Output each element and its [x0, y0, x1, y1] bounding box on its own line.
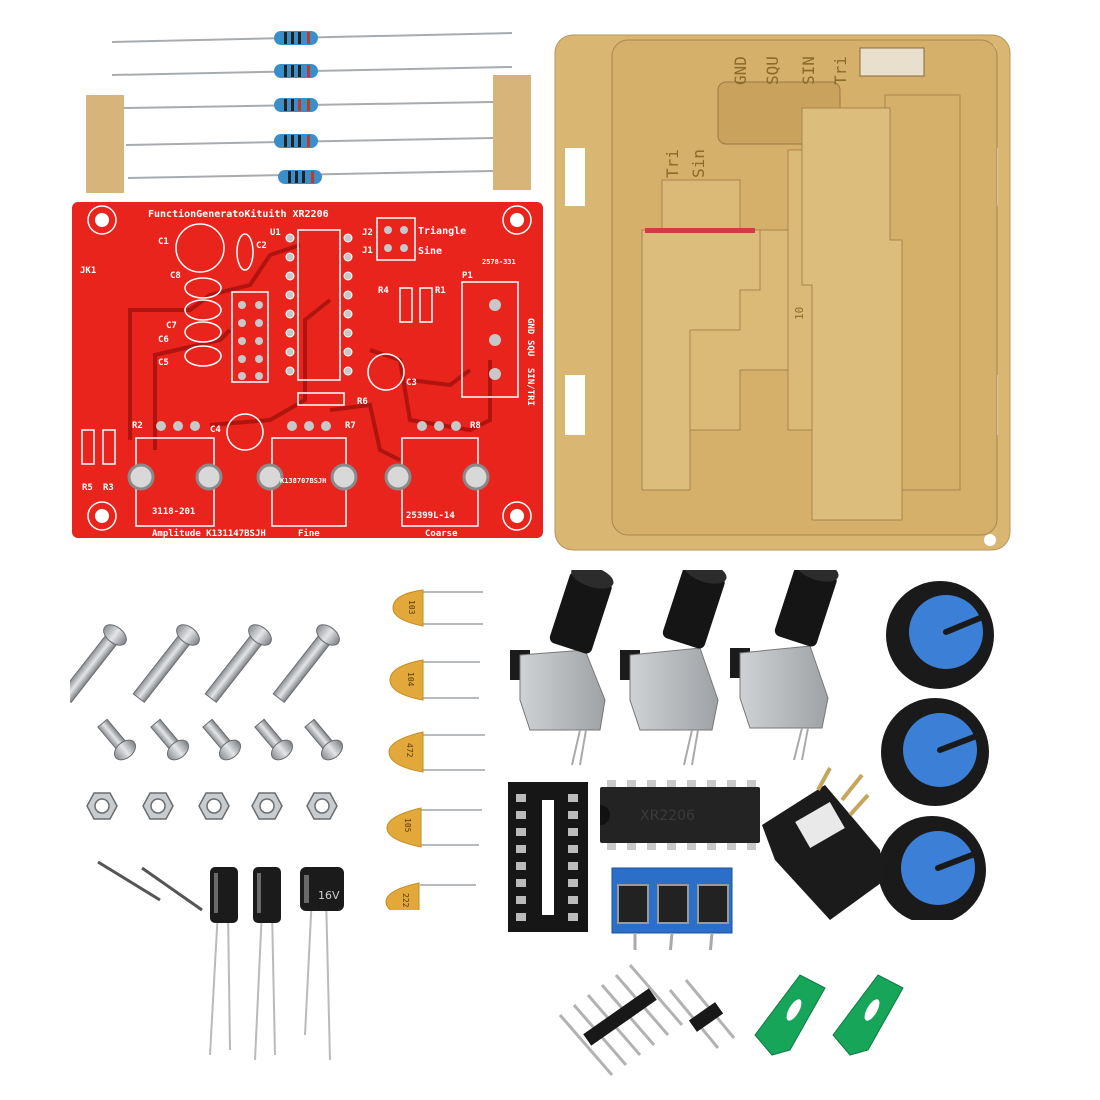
svg-text:R4: R4 — [378, 286, 389, 296]
acrylic-case-illustration: GND SQU SIN Tri Tri Sin 10 — [554, 34, 1011, 551]
resistor-strip — [0, 0, 560, 200]
jumper-cap-2 — [832, 974, 904, 1056]
hardware-group — [70, 580, 380, 920]
svg-text:JK1: JK1 — [80, 266, 96, 276]
electrolytic-capacitors: 16V — [190, 855, 360, 1070]
svg-text:Tri: Tri — [663, 149, 682, 178]
svg-text:R5: R5 — [82, 483, 93, 493]
svg-text:C8: C8 — [170, 271, 181, 281]
knob-1 — [886, 581, 994, 689]
svg-text:Sin: Sin — [689, 149, 708, 178]
resistor-bodies — [274, 31, 322, 184]
svg-text:Tri: Tri — [831, 56, 850, 85]
ceramic-capacitors: 103 104 472 105 222 — [375, 580, 495, 910]
svg-text:SIN/TRI: SIN/TRI — [525, 368, 535, 406]
svg-text:104: 104 — [406, 672, 415, 687]
svg-text:3118-201: 3118-201 — [152, 507, 195, 517]
resistors-illustration — [86, 31, 531, 193]
potentiometers — [500, 570, 880, 770]
svg-text:SQU: SQU — [763, 56, 782, 85]
svg-text:C2: C2 — [256, 241, 267, 251]
connector-illustration: XR2206 — [508, 767, 885, 950]
svg-text:SIN: SIN — [799, 56, 818, 85]
electrolytic-illustration: 16V — [209, 867, 344, 1061]
knob-3 — [880, 816, 986, 920]
svg-text:103: 103 — [407, 600, 416, 615]
svg-text:C7: C7 — [166, 321, 177, 331]
svg-text:R8: R8 — [470, 421, 481, 431]
svg-text:472: 472 — [405, 743, 414, 758]
svg-text:25399L-14: 25399L-14 — [406, 511, 455, 521]
knobs — [880, 580, 1000, 920]
knob-illustration — [880, 581, 994, 920]
ic-socket — [508, 782, 588, 932]
svg-text:R1: R1 — [435, 286, 446, 296]
tape-left — [86, 95, 124, 193]
wire-links — [97, 860, 203, 912]
pcb-illustration: FunctionGeneratoKituith XR2206 C1 C2 U1 … — [72, 202, 543, 539]
hardware-illustration — [70, 624, 344, 912]
svg-text:222: 222 — [401, 893, 410, 908]
svg-text:Amplitude K131147BSJH: Amplitude K131147BSJH — [152, 528, 266, 539]
svg-text:Sine: Sine — [418, 245, 442, 257]
pcb-board: FunctionGeneratoKituith XR2206 C1 C2 U1 … — [70, 200, 545, 540]
svg-text:2578-331: 2578-331 — [482, 258, 516, 266]
header-illustration — [558, 964, 904, 1076]
potentiometer-illustration — [510, 570, 839, 766]
dc-jack — [762, 767, 885, 920]
hex-nuts — [86, 792, 338, 820]
svg-text:105: 105 — [403, 818, 412, 833]
svg-text:J2: J2 — [362, 228, 373, 238]
svg-text:J1: J1 — [362, 246, 373, 256]
jumper-cap-1 — [754, 974, 826, 1056]
svg-text:GND: GND — [525, 318, 535, 335]
pot-2 — [620, 570, 727, 766]
svg-text:16V: 16V — [318, 889, 340, 902]
pot-1 — [510, 570, 614, 766]
ic-chip: XR2206 — [600, 780, 760, 850]
svg-text:Triangle: Triangle — [418, 225, 466, 237]
svg-text:SQU: SQU — [525, 340, 535, 356]
headers-and-jumpers — [550, 940, 930, 1090]
knob-2 — [881, 698, 989, 806]
svg-text:C3: C3 — [406, 378, 417, 388]
svg-text:XR2206: XR2206 — [640, 808, 695, 824]
ic-and-connectors: XR2206 — [500, 760, 890, 950]
svg-text:R7: R7 — [345, 421, 356, 431]
svg-text:GND: GND — [731, 56, 750, 85]
svg-text:R3: R3 — [103, 483, 114, 493]
svg-text:C4: C4 — [210, 425, 221, 435]
svg-text:C1: C1 — [158, 237, 169, 247]
svg-text:FunctionGeneratoKituith XR2206: FunctionGeneratoKituith XR2206 — [148, 208, 329, 220]
pot-3 — [730, 570, 839, 761]
svg-text:C6: C6 — [158, 335, 169, 345]
svg-text:Fine: Fine — [298, 528, 320, 539]
acrylic-case: GND SQU SIN Tri Tri Sin 10 — [550, 30, 1020, 560]
svg-text:P1: P1 — [462, 271, 473, 281]
svg-text:C5: C5 — [158, 358, 169, 368]
short-screws — [97, 718, 344, 761]
svg-text:K138707BSJH: K138707BSJH — [280, 477, 326, 485]
svg-text:U1: U1 — [270, 228, 281, 238]
terminal-block — [611, 867, 733, 950]
svg-text:R6: R6 — [357, 397, 368, 407]
long-screws — [70, 624, 340, 704]
ceramic-illustration: 103 104 472 105 222 — [385, 589, 485, 910]
tape-right — [493, 75, 531, 190]
svg-text:Coarse: Coarse — [425, 529, 458, 539]
svg-text:R2: R2 — [132, 421, 143, 431]
svg-text:10: 10 — [793, 307, 806, 320]
